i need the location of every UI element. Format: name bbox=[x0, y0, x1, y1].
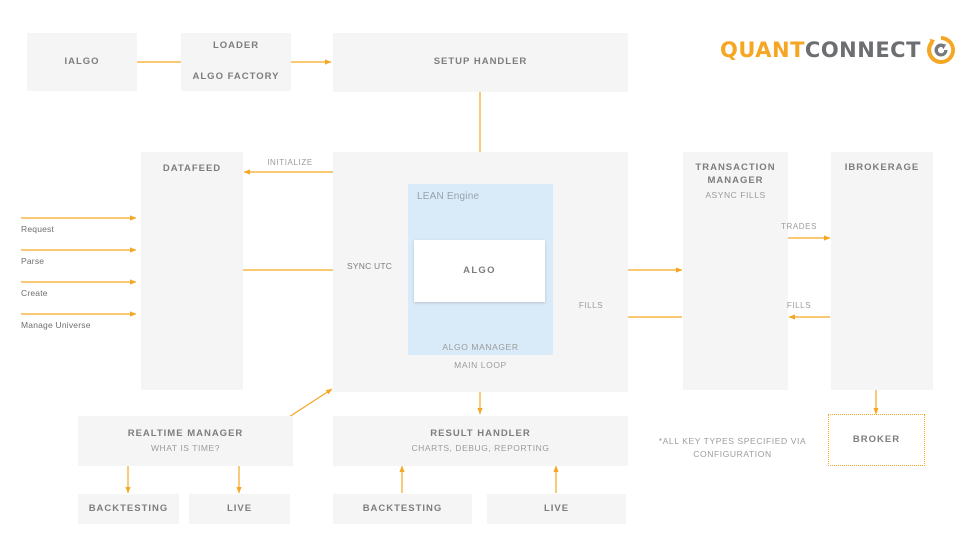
box-ibrokerage[interactable]: IBROKERAGE bbox=[831, 152, 933, 390]
edge-label-fills-brokerage: FILLS bbox=[786, 301, 812, 310]
box-transaction-manager-subtitle: ASYNC FILLS bbox=[705, 189, 766, 200]
edge-label-fills-transaction: FILLS bbox=[578, 301, 604, 310]
algo-manager-caption: ALGO MANAGER bbox=[442, 342, 519, 352]
box-realtime-live-title: LIVE bbox=[226, 502, 253, 514]
box-result-handler-title: RESULT HANDLER bbox=[430, 427, 531, 439]
logo-word-quant: QUANT bbox=[720, 38, 805, 62]
lean-engine-label: LEAN Engine bbox=[417, 191, 480, 202]
quantconnect-logo: QUANTCONNECT bbox=[720, 34, 957, 66]
box-realtime-manager-title: REALTIME MANAGER bbox=[127, 427, 244, 439]
box-transaction-manager[interactable]: TRANSACTION MANAGER ASYNC FILLS bbox=[683, 152, 788, 390]
main-loop-caption: MAIN LOOP bbox=[454, 360, 507, 370]
flow-label-create: Create bbox=[21, 288, 48, 298]
box-setup-handler[interactable]: SETUP HANDLER bbox=[333, 33, 628, 92]
arrow-realtime-to-engine bbox=[288, 388, 333, 418]
box-broker[interactable]: BROKER bbox=[828, 414, 925, 466]
box-realtime-backtesting-title: BACKTESTING bbox=[88, 502, 169, 514]
quantconnect-circle-logo-icon bbox=[926, 36, 955, 64]
box-realtime-backtesting[interactable]: BACKTESTING bbox=[78, 494, 179, 524]
edge-label-sync-utc: SYNC UTC bbox=[347, 261, 393, 271]
flow-label-manage-universe: Manage Universe bbox=[21, 320, 91, 330]
logo-text-quant: QUANTCONNECT bbox=[720, 38, 921, 62]
edge-label-trades: TRADES bbox=[780, 222, 818, 231]
box-ialgo[interactable]: IALGO bbox=[27, 33, 137, 91]
footnote-line-1: *ALL KEY TYPES SPECIFIED VIA bbox=[658, 436, 807, 446]
box-algo-title: ALGO bbox=[463, 264, 496, 276]
box-realtime-manager-subtitle: WHAT IS TIME? bbox=[150, 442, 221, 453]
box-loader-algo-factory[interactable]: LOADER ALGO FACTORY bbox=[181, 33, 291, 91]
box-transaction-manager-title: TRANSACTION MANAGER bbox=[695, 162, 776, 186]
box-realtime-live[interactable]: LIVE bbox=[189, 494, 290, 524]
box-result-backtesting[interactable]: BACKTESTING bbox=[333, 494, 472, 524]
box-result-handler-subtitle: CHARTS, DEBUG, REPORTING bbox=[411, 442, 550, 453]
logo-word-connect: CONNECT bbox=[804, 38, 921, 62]
footnote-line-2: CONFIGURATION bbox=[693, 449, 772, 459]
box-realtime-manager[interactable]: REALTIME MANAGER WHAT IS TIME? bbox=[78, 416, 293, 466]
box-setup-handler-title: SETUP HANDLER bbox=[433, 56, 528, 68]
box-datafeed[interactable]: DATAFEED bbox=[141, 152, 243, 390]
box-algo-factory-title: ALGO FACTORY bbox=[192, 71, 280, 83]
box-datafeed-title: DATAFEED bbox=[162, 163, 222, 174]
box-result-live-title: LIVE bbox=[543, 502, 570, 514]
box-ibrokerage-title: IBROKERAGE bbox=[844, 162, 920, 173]
box-ialgo-title: IALGO bbox=[64, 55, 100, 67]
box-algo[interactable]: ALGO bbox=[414, 240, 545, 302]
flow-label-parse: Parse bbox=[21, 256, 45, 266]
box-result-handler[interactable]: RESULT HANDLER CHARTS, DEBUG, REPORTING bbox=[333, 416, 628, 466]
box-result-backtesting-title: BACKTESTING bbox=[362, 502, 443, 514]
flow-label-request: Request bbox=[21, 224, 55, 234]
edge-label-initialize: INITIALIZE bbox=[267, 158, 313, 167]
box-result-live[interactable]: LIVE bbox=[487, 494, 626, 524]
box-loader-title: LOADER bbox=[212, 40, 260, 51]
box-broker-title: BROKER bbox=[852, 433, 901, 445]
